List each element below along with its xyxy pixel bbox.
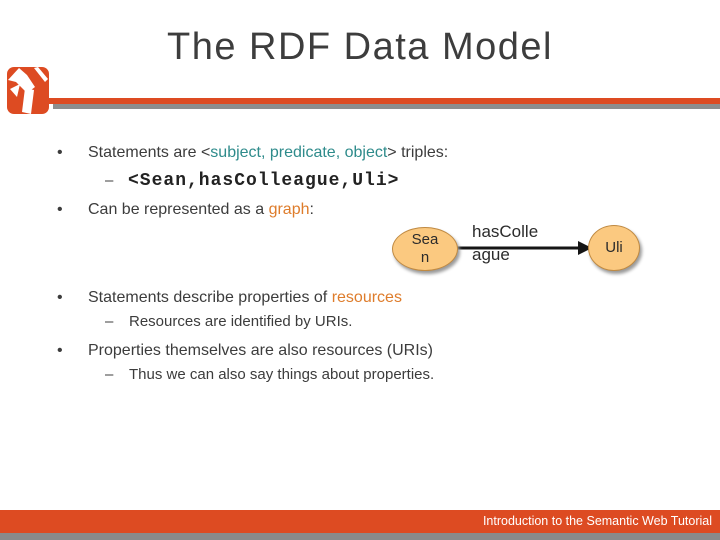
text-segment: Statements describe properties of [88,289,332,306]
header-rule-gray [53,104,720,109]
text-segment: > triples: [387,144,449,161]
subbullet-text: Thus we can also say things about proper… [129,366,435,383]
header-rule-orange [49,98,720,104]
bullet-text: Can be represented as a graph: [88,199,314,221]
triple-code-text: <Sean,hasColleague,Uli> [128,171,400,191]
predicate-label: hasColleague [472,222,539,264]
text-segment-orange: resources [331,289,402,306]
object-node-label: Uli [605,239,623,256]
text-segment-teal: subject, predicate, object [210,144,388,161]
dash-marker: – [105,366,114,383]
logo-graphic [7,67,49,114]
bullet-text: Statements describe properties of resour… [88,287,402,309]
text-segment-orange: graph [268,201,310,218]
footer-title: Introduction to the Semantic Web Tutoria… [482,514,712,528]
footer-bar: Introduction to the Semantic Web Tutoria… [0,510,720,533]
text-segment: Statements are < [88,144,211,161]
bullet-marker: • [57,201,63,218]
subject-node-label: Sean [411,231,439,266]
bullet-text: Statements are <subject, predicate, obje… [88,142,448,164]
logo-icon [7,67,49,114]
slide-title: The RDF Data Model [166,26,553,68]
bullet-text: Properties themselves are also resources… [88,342,434,359]
predicate-arrow [454,241,592,255]
footer-rule-gray [0,533,720,540]
subbullet-text: Resources are identified by URIs. [129,313,353,330]
text-segment: : [309,201,314,218]
bullet-marker: • [57,144,63,161]
bullet-marker: • [57,342,63,359]
dash-marker: – [105,172,114,189]
bullet-marker: • [57,289,63,306]
dash-marker: – [105,313,114,330]
text-segment: Can be represented as a [88,201,269,218]
subject-node: Sean [392,227,458,271]
object-node: Uli [588,225,640,271]
